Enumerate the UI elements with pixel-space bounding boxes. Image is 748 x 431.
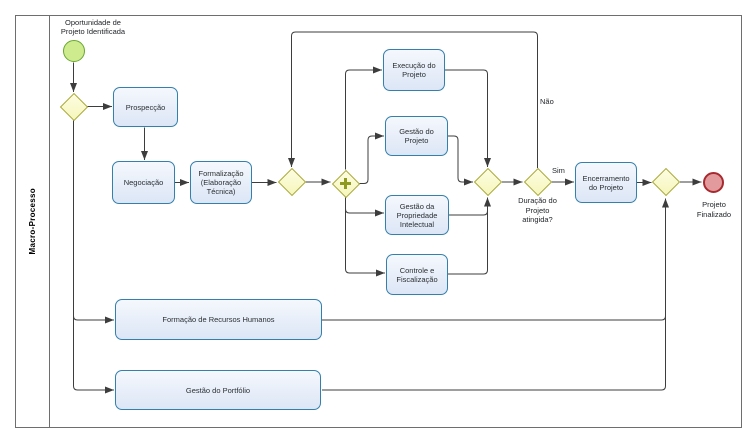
sequence-flow-lines	[70, 31, 702, 394]
start-event	[62, 40, 85, 62]
task-controle-fiscalizacao: Controle e Fiscalização	[386, 254, 448, 295]
task-gestao-projeto: Gestão do Projeto	[385, 116, 448, 156]
start-event-label: Oportunidade de Projeto Identificada	[60, 17, 126, 37]
task-negociacao: Negociação	[112, 161, 175, 204]
end-event-label: Projeto Finalizado	[696, 200, 732, 219]
pool: Macro-Processo	[15, 15, 742, 428]
task-encerramento-projeto: Encerramento do Projeto	[575, 162, 637, 203]
task-prospeccao: Prospecção	[113, 87, 178, 127]
parallel-plus-icon	[337, 175, 355, 193]
task-gestao-portfolio: Gestão do Portfólio	[115, 370, 321, 410]
flow-label-sim: Sim	[552, 166, 565, 175]
end-event	[702, 171, 724, 193]
task-formacao-recursos-humanos: Formação de Recursos Humanos	[115, 299, 322, 340]
task-formalizacao: Formalização (Elaboração Técnica)	[190, 161, 252, 204]
pool-label-band: Macro-Processo	[16, 16, 50, 427]
duration-decision-label: Duração do Projeto atingida?	[518, 196, 557, 224]
task-execucao-projeto: Execução do Projeto	[383, 49, 445, 91]
task-gestao-propriedade: Gestão da Propriedade Intelectual	[385, 195, 449, 235]
flow-label-nao: Não	[540, 97, 554, 106]
